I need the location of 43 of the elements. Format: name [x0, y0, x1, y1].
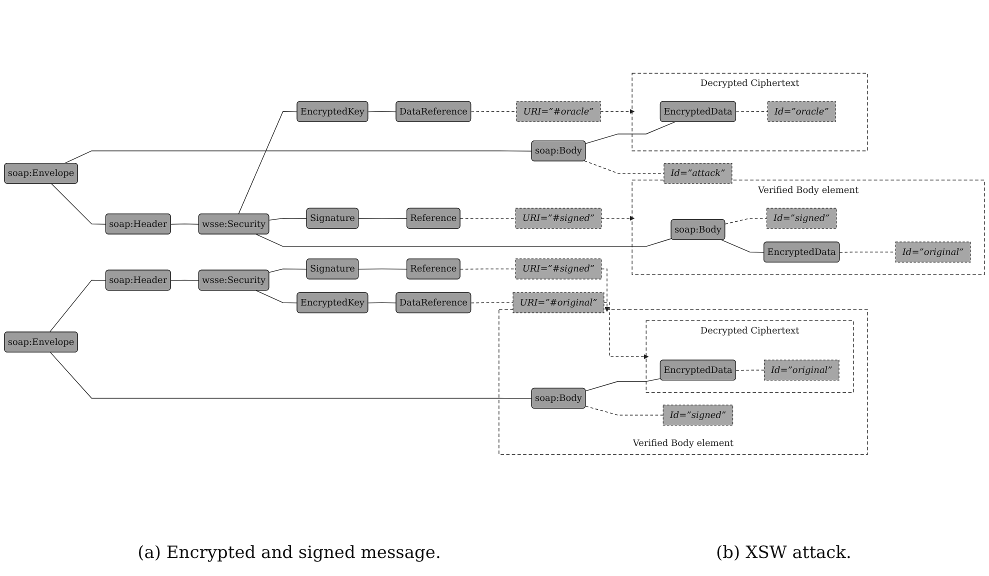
node-box: URI=”#signed”	[515, 258, 602, 280]
connector	[268, 268, 308, 273]
connector	[721, 240, 764, 253]
node-box: URI=”#oracle”	[516, 101, 601, 122]
node-box: URI=”#signed”	[515, 208, 602, 229]
connector	[268, 218, 308, 221]
arrow	[600, 109, 635, 114]
connector	[238, 111, 298, 214]
connector	[470, 302, 514, 304]
connector	[460, 218, 516, 219]
arrow	[604, 302, 649, 360]
connector	[256, 234, 672, 247]
arrow	[601, 268, 610, 312]
connector	[470, 111, 517, 112]
connector	[585, 122, 676, 144]
connector	[49, 280, 106, 333]
connector	[368, 111, 397, 112]
connector	[736, 111, 768, 112]
connector	[724, 218, 768, 224]
connector	[585, 406, 664, 416]
figure-caption: (a) Encrypted and signed message.	[138, 543, 441, 563]
connector	[170, 224, 200, 225]
connector	[460, 268, 516, 270]
connector	[358, 218, 408, 219]
node-box: Id=”original”	[764, 360, 840, 381]
connector	[585, 378, 661, 392]
node-box: Id=”signed”	[662, 404, 734, 426]
connector	[51, 183, 106, 225]
connector	[736, 370, 765, 371]
connector	[368, 302, 397, 304]
node-box: Id=”oracle”	[767, 101, 836, 122]
connector	[64, 150, 532, 164]
arrow	[601, 216, 635, 221]
node-box: Id=”original”	[895, 242, 971, 262]
connector	[256, 290, 298, 304]
node-box: Id=”attack”	[664, 162, 732, 184]
connector	[839, 252, 896, 253]
connector	[358, 268, 408, 270]
connector	[50, 352, 532, 399]
node-box: URI=”#original”	[512, 292, 604, 314]
node-box: Id=”signed”	[766, 208, 837, 229]
figure-caption: (b) XSW attack.	[716, 543, 852, 563]
connector	[170, 280, 200, 281]
